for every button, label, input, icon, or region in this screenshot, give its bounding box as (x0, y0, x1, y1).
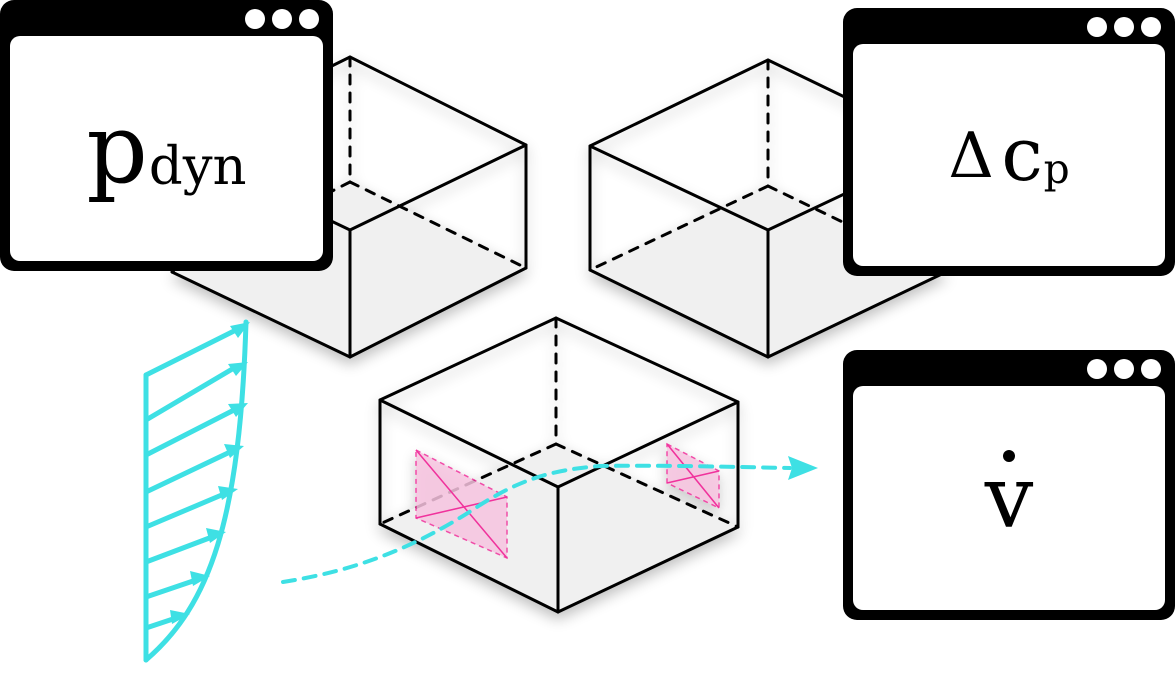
window-dot (1114, 17, 1134, 37)
window-content: v (853, 386, 1165, 610)
window-titlebar (843, 350, 1175, 380)
dot-accent (1003, 449, 1015, 462)
formula-subscript: p (1043, 145, 1070, 194)
velocity-profile-arrows (143, 319, 249, 663)
window-dot (1087, 17, 1107, 37)
formula-delta: Δ (948, 118, 994, 192)
formula-subscript: dyn (148, 136, 247, 198)
window-dot (245, 9, 265, 29)
window-dot (1141, 17, 1161, 37)
formula-symbol: v (984, 448, 1034, 548)
window-dot (1114, 359, 1134, 379)
window-dots-icon (245, 9, 319, 29)
box-bottom-center (378, 316, 740, 614)
window-titlebar (843, 8, 1175, 38)
window-dot (1087, 359, 1107, 379)
velocity-profile-arrowheads (170, 322, 250, 624)
formula-symbol: c (1001, 112, 1043, 198)
formula-vdot-wrap: v (985, 448, 1034, 548)
formula-symbol: p (86, 92, 148, 205)
streamline-arrow (281, 456, 818, 584)
window-dots-icon (1087, 17, 1161, 37)
measurement-plane-right (666, 442, 720, 510)
window-dot (272, 9, 292, 29)
measurement-plane-left (415, 448, 508, 560)
window-dots-icon (1087, 359, 1161, 379)
formula-vdot: v (853, 386, 1165, 610)
window-volume-flow: v (843, 350, 1175, 620)
window-dot (1141, 359, 1161, 379)
window-dot (299, 9, 319, 29)
window-titlebar (0, 0, 333, 30)
